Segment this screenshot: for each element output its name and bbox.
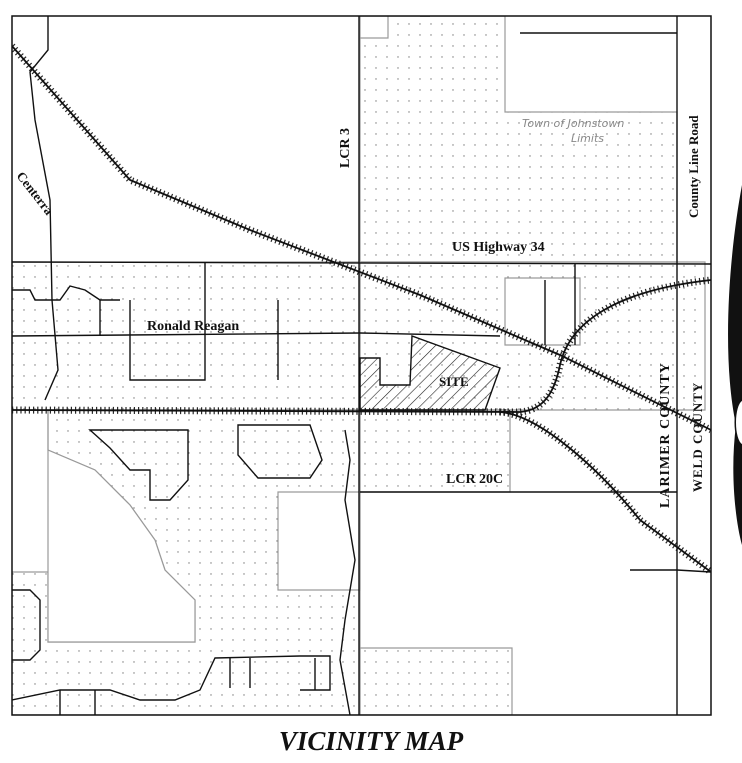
map-title: VICINITY MAP xyxy=(278,726,464,756)
non-town-area xyxy=(47,16,581,643)
lcr3-label: LCR 3 xyxy=(338,128,353,168)
railroads xyxy=(12,43,711,575)
town-limits-label-line2: Limits xyxy=(571,132,604,145)
roads xyxy=(12,16,711,715)
larimer-county-label: LARIMER COUNTY xyxy=(658,362,673,508)
ronald-reagan-label: Ronald Reagan xyxy=(147,319,239,334)
site-label: SITE xyxy=(439,374,469,389)
site-parcel xyxy=(359,335,501,411)
map-frame xyxy=(11,15,712,716)
north-arrow-icon xyxy=(728,185,742,545)
us-highway-34-label: US Highway 34 xyxy=(452,240,545,255)
centerra-label: Centerra xyxy=(14,169,57,218)
county-line-road-label: County Line Road xyxy=(686,115,701,218)
town-limits-label-line1: Town of Johnstown xyxy=(522,117,624,130)
lcr-20c-label: LCR 20C xyxy=(446,472,503,487)
weld-county-label: WELD COUNTY xyxy=(690,382,705,492)
